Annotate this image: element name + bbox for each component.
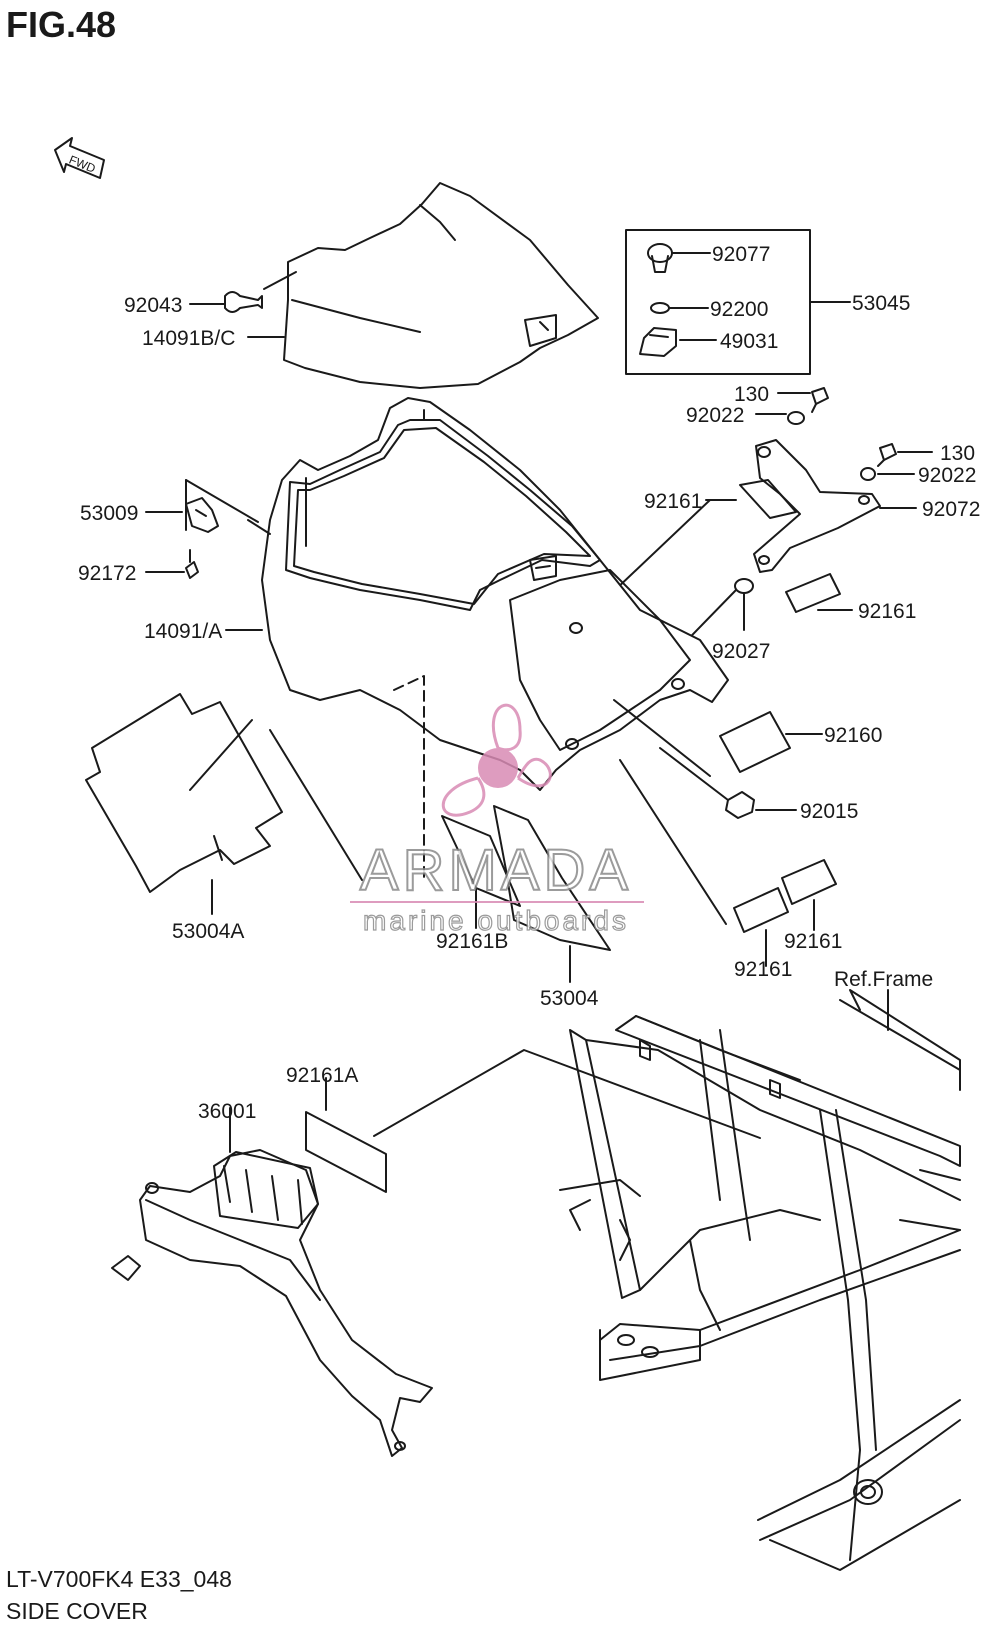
part-label-49031: 49031 — [720, 330, 778, 353]
pad-sticker-part — [781, 859, 837, 905]
washer-part — [734, 578, 754, 594]
part-label-53045: 53045 — [852, 292, 910, 315]
part-label-92161b: 92161B — [436, 930, 508, 953]
nut-part — [725, 791, 755, 819]
part-label-92161: 92161 — [784, 930, 842, 953]
part-label-92200: 92200 — [710, 298, 768, 321]
part-label-92022: 92022 — [918, 464, 976, 487]
part-label-130: 130 — [940, 442, 975, 465]
insulator-sheet-part — [493, 805, 611, 951]
bracket-part — [753, 439, 881, 573]
washer-part — [650, 302, 670, 314]
part-label-92022: 92022 — [686, 404, 744, 427]
part-label-53009: 53009 — [80, 502, 138, 525]
pad-sticker-part — [441, 815, 521, 907]
washer-part — [860, 467, 876, 481]
part-label-92160: 92160 — [824, 724, 882, 747]
grommet-part — [639, 327, 677, 357]
part-label-92077: 92077 — [712, 243, 770, 266]
washer-part — [787, 411, 805, 425]
part-label-14091bc: 14091B/C — [142, 327, 235, 350]
part-label-92027: 92027 — [712, 640, 770, 663]
fwd-arrow-icon — [54, 137, 105, 179]
part-label-92015: 92015 — [800, 800, 858, 823]
pad-sticker-part — [305, 1111, 387, 1193]
pad-sticker-part — [739, 479, 797, 519]
clip-part — [185, 497, 219, 533]
watermark-tagline: marine outboards — [363, 905, 629, 936]
upper-side-cover-part — [283, 182, 599, 389]
part-label-53004: 53004 — [540, 987, 599, 1010]
part-label-14091a: 14091/A — [144, 620, 222, 643]
bolt-part — [877, 443, 897, 467]
part-label-92172: 92172 — [78, 562, 136, 585]
part-label-92161: 92161 — [858, 600, 916, 623]
part-label-130: 130 — [734, 383, 769, 406]
air-duct-part — [111, 1149, 433, 1457]
clip-part — [647, 243, 673, 273]
screw-part — [185, 549, 199, 579]
insulator-sheet-part — [85, 693, 283, 893]
bolt-part — [811, 387, 829, 413]
watermark-logo: ARMADA marine outboards — [350, 703, 644, 937]
push-rivet-part — [224, 291, 263, 313]
section-name: SIDE COVER — [6, 1598, 148, 1624]
model-code: LT-V700FK4 E33_048 — [6, 1566, 232, 1592]
part-label-53004a: 53004A — [172, 920, 244, 943]
part-label-92072: 92072 — [922, 498, 980, 521]
figure-title: FIG.48 — [6, 4, 117, 45]
part-label-92161: 92161 — [734, 958, 792, 981]
pad-sticker-part — [785, 573, 841, 613]
main-side-cover-part — [261, 397, 729, 791]
part-label-92161: 92161 — [644, 490, 702, 513]
vehicle-frame-reference — [559, 989, 961, 1571]
part-label-36001: 36001 — [198, 1100, 256, 1123]
part-label-92043: 92043 — [124, 294, 182, 317]
pad-sticker-part — [733, 887, 789, 933]
part-label-92161a: 92161A — [286, 1064, 358, 1087]
pad-sticker-part — [719, 711, 791, 773]
watermark-brand: ARMADA — [360, 838, 632, 903]
ref-frame-label: Ref.Frame — [834, 968, 933, 991]
